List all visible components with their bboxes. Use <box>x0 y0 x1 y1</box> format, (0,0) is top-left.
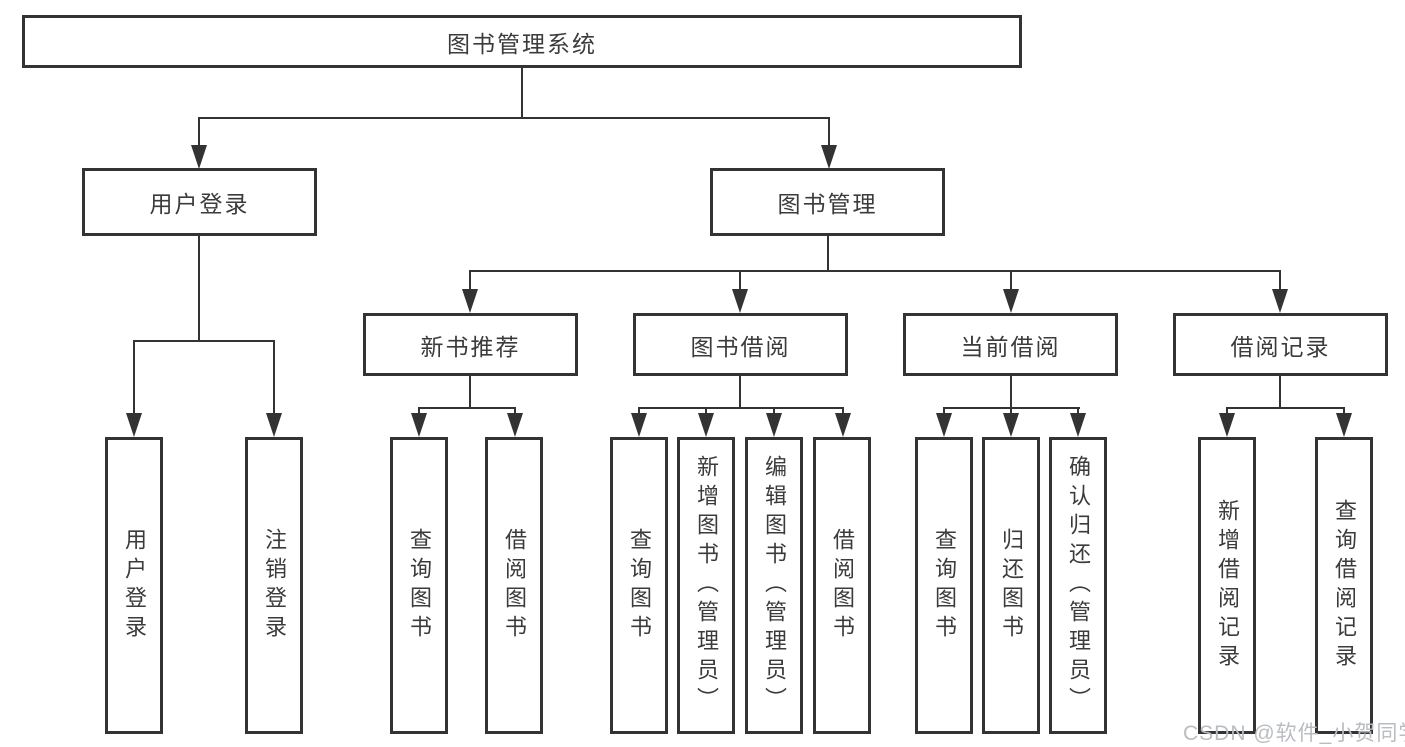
arrowhead-down-icon <box>1272 289 1288 313</box>
leaf-borrow-books-label: 借阅图书 <box>830 527 855 644</box>
node-current-borrow-label: 当前借阅 <box>960 333 1061 360</box>
node-borrow-records: 借阅记录 <box>1173 313 1388 376</box>
edge-stub <box>705 407 707 417</box>
leaf-return-books-label: 归还图书 <box>999 527 1024 644</box>
leaf-user-login-label: 用户登录 <box>122 527 147 644</box>
edge-stub <box>1010 407 1012 417</box>
edge-recommend-rail <box>418 407 516 409</box>
edge-records-stem <box>1279 376 1281 409</box>
edge-stub <box>1077 407 1079 417</box>
arrowhead-down-icon <box>1003 289 1019 313</box>
arrowhead-down-icon <box>266 413 282 437</box>
leaf-confirm-return-admin: 确认归还（管理员） <box>1049 437 1107 734</box>
edge-records-rail <box>1226 407 1345 409</box>
node-new-book-recommend: 新书推荐 <box>363 313 578 376</box>
edge-stub <box>842 407 844 417</box>
leaf-add-books-admin-label: 新增图书（管理员） <box>694 455 719 716</box>
node-book-borrow: 图书借阅 <box>633 313 848 376</box>
node-current-borrow: 当前借阅 <box>903 313 1118 376</box>
leaf-current-query-books-label: 查询图书 <box>932 527 957 644</box>
leaf-borrow-query-books-label: 查询图书 <box>627 527 652 644</box>
arrowhead-down-icon <box>732 289 748 313</box>
node-new-book-recommend-label: 新书推荐 <box>420 333 521 360</box>
edge-current-stem <box>1010 376 1012 409</box>
edge-stub <box>1226 407 1228 417</box>
leaf-query-borrow-record-label: 查询借阅记录 <box>1332 498 1357 673</box>
leaf-add-borrow-record: 新增借阅记录 <box>1198 437 1256 734</box>
edge-stub <box>943 407 945 417</box>
arrowhead-down-icon <box>936 413 952 437</box>
csdn-watermark: CSDN @软件_小贺同学 <box>1183 722 1405 745</box>
leaf-logout-login: 注销登录 <box>245 437 303 734</box>
leaf-current-query-books: 查询图书 <box>915 437 973 734</box>
leaf-confirm-return-admin-label: 确认归还（管理员） <box>1066 455 1091 716</box>
leaf-logout-login-label: 注销登录 <box>262 527 287 644</box>
leaf-borrow-books: 借阅图书 <box>813 437 871 734</box>
arrowhead-down-icon <box>191 145 207 169</box>
edge-stub <box>1343 407 1345 417</box>
edge-manage-to-records <box>1279 270 1281 292</box>
arrowhead-down-icon <box>835 413 851 437</box>
edge-root-rail <box>198 117 830 119</box>
arrowhead-down-icon <box>1336 413 1352 437</box>
edge-root-to-login <box>198 117 200 148</box>
edge-manage-rail <box>469 270 1281 272</box>
node-book-management-label: 图书管理 <box>777 191 878 217</box>
leaf-add-books-admin: 新增图书（管理员） <box>677 437 735 734</box>
edge-stub <box>514 407 516 417</box>
arrowhead-down-icon <box>126 413 142 437</box>
leaf-return-books: 归还图书 <box>982 437 1040 734</box>
edge-stub <box>773 407 775 417</box>
arrowhead-down-icon <box>1219 413 1235 437</box>
leaf-add-borrow-record-label: 新增借阅记录 <box>1215 498 1240 673</box>
node-book-borrow-label: 图书借阅 <box>690 333 791 360</box>
edge-root-stem <box>521 68 523 118</box>
arrowhead-down-icon <box>1070 413 1086 437</box>
node-root-label: 图书管理系统 <box>447 30 597 57</box>
edge-login-to-userlogin <box>133 340 135 416</box>
leaf-recommend-query-books-label: 查询图书 <box>407 527 432 644</box>
arrowhead-down-icon <box>766 413 782 437</box>
edge-manage-stem <box>827 236 829 272</box>
edge-manage-to-recommend <box>469 270 471 292</box>
node-root: 图书管理系统 <box>22 15 1022 68</box>
leaf-query-borrow-record: 查询借阅记录 <box>1315 437 1373 734</box>
leaf-user-login: 用户登录 <box>105 437 163 734</box>
arrowhead-down-icon <box>507 413 523 437</box>
edge-borrow-stem <box>739 376 741 409</box>
arrowhead-down-icon <box>1003 413 1019 437</box>
edge-root-to-manage <box>828 117 830 148</box>
arrowhead-down-icon <box>411 413 427 437</box>
node-user-login: 用户登录 <box>82 168 317 236</box>
node-user-login-label: 用户登录 <box>149 191 250 217</box>
arrowhead-down-icon <box>631 413 647 437</box>
edge-manage-to-borrow <box>739 270 741 292</box>
edge-login-rail <box>133 340 275 342</box>
edge-manage-to-current <box>1010 270 1012 292</box>
arrowhead-down-icon <box>698 413 714 437</box>
leaf-borrow-query-books: 查询图书 <box>610 437 668 734</box>
edge-login-to-logout <box>273 340 275 416</box>
edge-stub <box>638 407 640 417</box>
node-borrow-records-label: 借阅记录 <box>1230 333 1331 360</box>
arrowhead-down-icon <box>821 145 837 169</box>
edge-login-stem <box>198 236 200 342</box>
leaf-edit-books-admin: 编辑图书（管理员） <box>745 437 803 734</box>
edge-stub <box>418 407 420 417</box>
edge-borrow-rail <box>638 407 844 409</box>
node-book-management: 图书管理 <box>710 168 945 236</box>
leaf-recommend-borrow-books-label: 借阅图书 <box>502 527 527 644</box>
leaf-recommend-borrow-books: 借阅图书 <box>485 437 543 734</box>
edge-recommend-stem <box>469 376 471 409</box>
leaf-edit-books-admin-label: 编辑图书（管理员） <box>762 455 787 716</box>
leaf-recommend-query-books: 查询图书 <box>390 437 448 734</box>
arrowhead-down-icon <box>462 289 478 313</box>
